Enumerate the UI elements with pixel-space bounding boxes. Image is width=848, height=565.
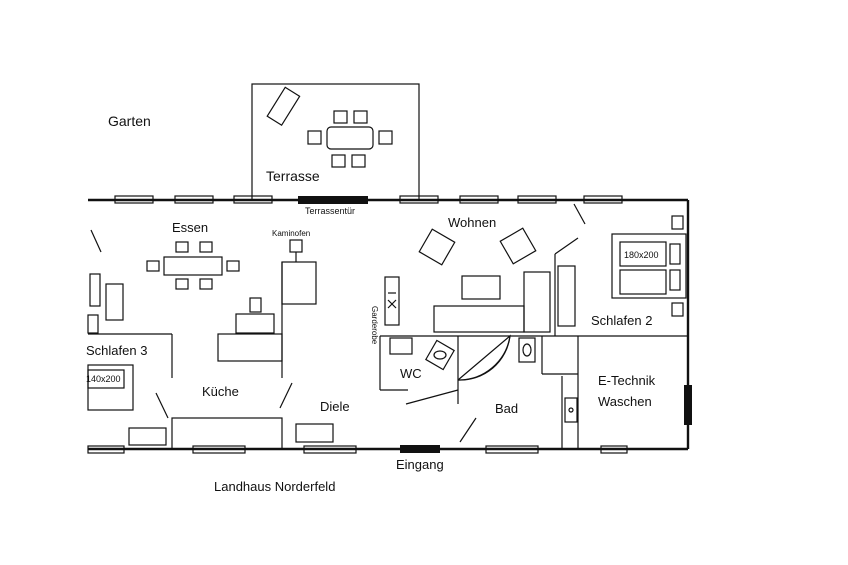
hall-bench — [295, 423, 334, 443]
dining-chair — [146, 260, 160, 272]
bed-2-frame — [611, 233, 687, 299]
nightstand — [105, 283, 124, 321]
dining-chair — [199, 241, 213, 253]
dining-chair — [175, 241, 189, 253]
sofa — [433, 305, 525, 333]
coat-rack — [384, 276, 400, 326]
terrace-chair — [331, 154, 346, 168]
sofa-arm — [523, 271, 551, 333]
nightstand — [671, 215, 684, 230]
bedroom-3-label: Schlafen 3 — [86, 343, 148, 358]
appliance — [249, 297, 262, 313]
toilet — [425, 339, 455, 371]
cooktop — [235, 313, 275, 334]
coffee-table — [461, 275, 501, 300]
bed-3-size-label: 140x200 — [86, 374, 121, 384]
armchair — [499, 227, 537, 265]
terrace-chair — [333, 110, 348, 124]
terrace-label: Terrasse — [266, 168, 320, 184]
living-label: Wohnen — [448, 215, 497, 230]
terrace-door — [298, 196, 368, 204]
utility-label-2: Waschen — [598, 394, 652, 409]
washer — [564, 397, 578, 423]
stove-block — [281, 261, 317, 305]
pillow — [669, 243, 681, 265]
wardrobe-label: Garderobe — [370, 306, 379, 345]
wc-sink — [389, 337, 413, 355]
bed-2-size-label: 180x200 — [624, 250, 659, 260]
terrace-table — [326, 126, 374, 150]
bath-sink — [518, 337, 536, 363]
plan-title: Landhaus Norderfeld — [214, 479, 336, 494]
wc-label: WC — [400, 366, 422, 381]
bedroom-2-label: Schlafen 2 — [591, 313, 653, 328]
dining-table — [163, 256, 223, 276]
kitchen-island — [217, 333, 283, 362]
fridge — [128, 427, 167, 446]
stove-label: Kaminofen — [272, 229, 311, 238]
terrace-chair — [307, 130, 322, 145]
dining-chair — [226, 260, 240, 272]
terrace-chair — [351, 154, 366, 168]
shelf — [87, 314, 99, 334]
nightstand — [671, 302, 684, 317]
lounger — [266, 86, 301, 127]
armchair — [418, 228, 456, 266]
garden-label: Garten — [108, 113, 151, 129]
dining-chair — [175, 278, 189, 290]
bed-2-mattress — [619, 269, 667, 295]
kitchen-counter — [171, 417, 283, 450]
bed-2-mattress — [619, 241, 667, 267]
bath-label: Bad — [495, 401, 519, 416]
hall-label: Diele — [320, 399, 350, 414]
utility-label-1: E-Technik — [598, 373, 656, 388]
terrace-chair — [378, 130, 393, 145]
terrace-door-label: Terrassentür — [305, 206, 356, 216]
dining-label: Essen — [172, 220, 209, 235]
stove — [289, 239, 303, 253]
sideboard — [557, 265, 576, 327]
kitchen-label: Küche — [202, 384, 239, 399]
terrace-chair — [353, 110, 368, 124]
entrance-door — [400, 445, 440, 453]
bed-3-mattress — [87, 369, 125, 389]
dining-chair — [199, 278, 213, 290]
side-door — [684, 385, 692, 425]
entrance-label: Eingang — [396, 457, 444, 472]
pillow — [669, 269, 681, 291]
wardrobe — [89, 273, 101, 307]
